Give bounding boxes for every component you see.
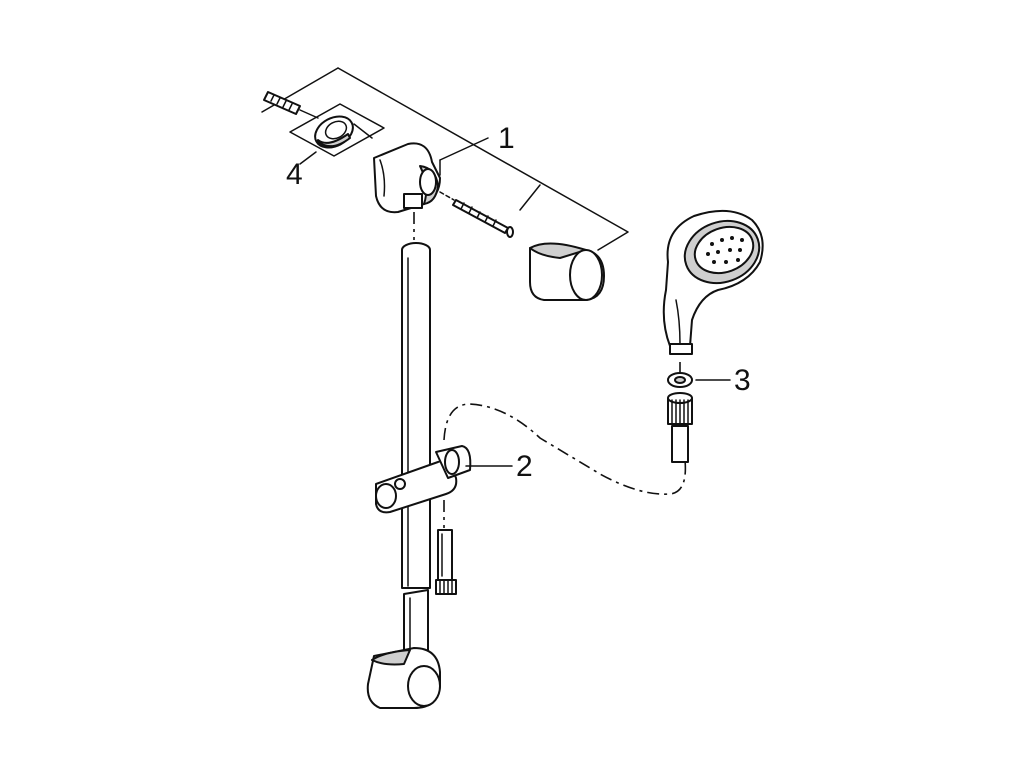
slider-holder — [375, 445, 472, 514]
wall-bracket — [373, 142, 441, 214]
callout-1: 1 — [498, 122, 515, 155]
axis-line-top — [353, 123, 373, 139]
shower-hose — [443, 403, 687, 495]
kit-bracket-1 — [261, 67, 629, 251]
connector-pin — [435, 500, 457, 595]
callout-2: 2 — [516, 450, 533, 483]
leader-4 — [299, 151, 317, 165]
callout-3: 3 — [734, 364, 751, 397]
cover-cap — [529, 242, 605, 301]
hand-shower — [662, 209, 764, 355]
lower-bracket — [366, 647, 441, 709]
screw — [439, 191, 514, 238]
wall-plug — [263, 91, 319, 119]
item-4-box — [289, 103, 385, 157]
hose-nut — [667, 362, 693, 463]
washer — [667, 372, 693, 388]
callout-4: 4 — [286, 158, 303, 191]
rosette-ring — [314, 115, 354, 149]
shower-rail — [401, 242, 431, 663]
